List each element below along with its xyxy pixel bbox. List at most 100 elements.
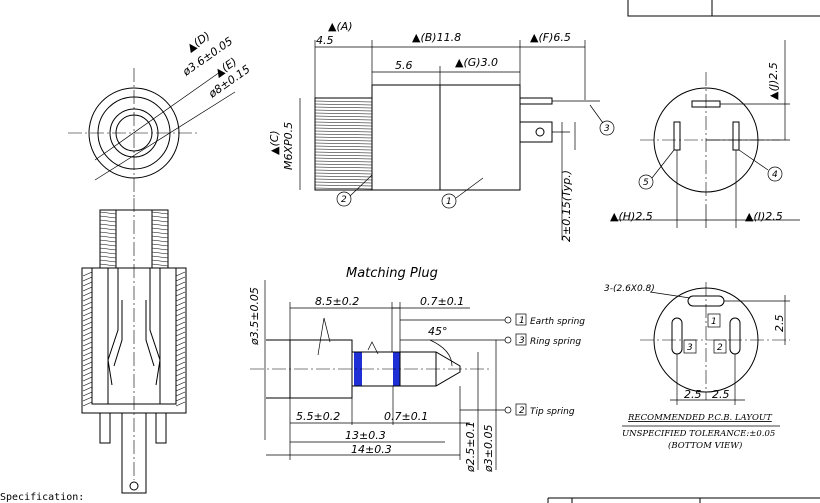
thread-line	[151, 211, 169, 215]
dim-0-7-top: 0.7±0.1	[420, 295, 464, 308]
dim-14: 14±0.3	[351, 443, 392, 456]
thread-line	[82, 306, 93, 312]
thread-line	[314, 187, 373, 190]
thread-line	[99, 231, 117, 235]
thread-line	[99, 263, 117, 267]
pcb-holes: 3-(2.6X0.8)	[604, 284, 655, 294]
thread-line	[151, 255, 169, 259]
side-view: ▲(A) 4.5 ▲(B)11.8 ▲(F)6.5 5.6 ▲(G)3.0 ▲(…	[268, 20, 615, 242]
pcb-dim-bot-2: 2.5	[712, 388, 730, 401]
thread-line	[151, 215, 169, 219]
dim-3: ø3±0.05	[482, 425, 495, 473]
thread-line	[314, 115, 373, 118]
thread-line	[175, 396, 186, 402]
cross-section-view	[81, 198, 187, 494]
thread-line	[175, 301, 186, 307]
thread-line	[82, 281, 93, 287]
label-1-num: 1	[519, 316, 525, 326]
thread-line	[99, 235, 117, 239]
thread-line	[314, 148, 373, 151]
thread-line	[314, 181, 373, 184]
thread-line	[314, 136, 373, 139]
thread-line	[82, 276, 93, 282]
matching-plug: Matching Plug 45° 8.5±0.2 0.7±0.1 ø3.5±0…	[248, 266, 585, 473]
thread-line	[175, 331, 186, 337]
dim-45: 45°	[428, 325, 448, 338]
thread-line	[314, 172, 373, 175]
thread-line	[175, 391, 186, 397]
thread-line	[175, 386, 186, 392]
thread-line	[175, 326, 186, 332]
thread-line	[175, 381, 186, 387]
thread-line	[314, 184, 373, 187]
thread-line	[82, 361, 93, 367]
pcb-dim-bot-1: 2.5	[684, 388, 702, 401]
thread-line	[314, 169, 373, 172]
thread-line	[314, 133, 373, 136]
thread-line	[82, 286, 93, 292]
pin-view: ▲(J)2.5 ▲(H)2.5 ▲(I)2.5 5 4	[610, 40, 800, 228]
title-block	[547, 0, 820, 503]
dim-a-value: 4.5	[316, 34, 334, 47]
thread-line	[314, 139, 373, 142]
pcb-dim-right: 2.5	[773, 315, 786, 333]
dim-5-6: 5.6	[395, 59, 413, 72]
dim-13: 13±0.3	[345, 429, 386, 442]
thread-line	[99, 211, 117, 215]
ring-band-1	[354, 352, 362, 386]
dim-a-label: ▲(A)	[328, 20, 353, 33]
pad-1: 1	[711, 317, 717, 327]
thread-line	[82, 331, 93, 337]
label-1-text: Earth spring	[530, 317, 585, 327]
thread-line	[175, 276, 186, 282]
top-view: ▲(D) ø3.6±0.05 ▲(E) ø8±0.15	[68, 29, 253, 198]
thread-line	[82, 401, 93, 407]
thread-line	[82, 321, 93, 327]
label-3-num: 3	[519, 336, 525, 346]
thread-line	[314, 124, 373, 127]
label-2-text: Tip spring	[530, 407, 575, 417]
dim-2-5: ø2.5±0.1	[464, 421, 477, 473]
thread-line	[151, 231, 169, 235]
dim-h: ▲(H)2.5	[610, 210, 653, 223]
thread-line	[99, 247, 117, 251]
dim-pin-width: 2±0.15(Typ.)	[560, 170, 573, 242]
thread-line	[314, 109, 373, 112]
callout-5: 5	[643, 178, 649, 188]
label-2-num: 2	[519, 406, 525, 416]
thread-line	[151, 219, 169, 223]
thread-line	[314, 160, 373, 163]
thread-line	[175, 401, 186, 407]
thread-line	[175, 286, 186, 292]
thread-line	[314, 163, 373, 166]
plug-title: Matching Plug	[346, 266, 438, 281]
thread-line	[82, 316, 93, 322]
thread-line	[175, 376, 186, 382]
thread-line	[82, 301, 93, 307]
callout-4: 4	[772, 170, 778, 180]
thread-line	[175, 296, 186, 302]
thread-line	[314, 175, 373, 178]
dim-0-7-bot: 0.7±0.1	[384, 410, 428, 423]
thread-line	[82, 311, 93, 317]
thread-line	[314, 154, 373, 157]
thread-line	[99, 259, 117, 263]
thread-line	[175, 321, 186, 327]
pcb-caption-1: RECOMMENDED P.C.B. LAYOUT	[627, 413, 773, 423]
dim-b: ▲(B)11.8	[412, 31, 461, 44]
thread-line	[82, 346, 93, 352]
thread-line	[175, 351, 186, 357]
thread-line	[99, 255, 117, 259]
thread-line	[314, 127, 373, 130]
dim-3-5: ø3.5±0.05	[248, 287, 261, 346]
thread-line	[99, 243, 117, 247]
specification-label: Specification:	[0, 492, 84, 503]
thread-line	[82, 356, 93, 362]
thread-line	[314, 151, 373, 154]
thread-line	[99, 223, 117, 227]
thread-line	[314, 145, 373, 148]
pcb-caption-2: UNSPECIFIED TOLERANCE:±0.05	[622, 429, 775, 439]
thread-line	[151, 259, 169, 263]
thread-line	[82, 341, 93, 347]
thread-line	[151, 227, 169, 231]
